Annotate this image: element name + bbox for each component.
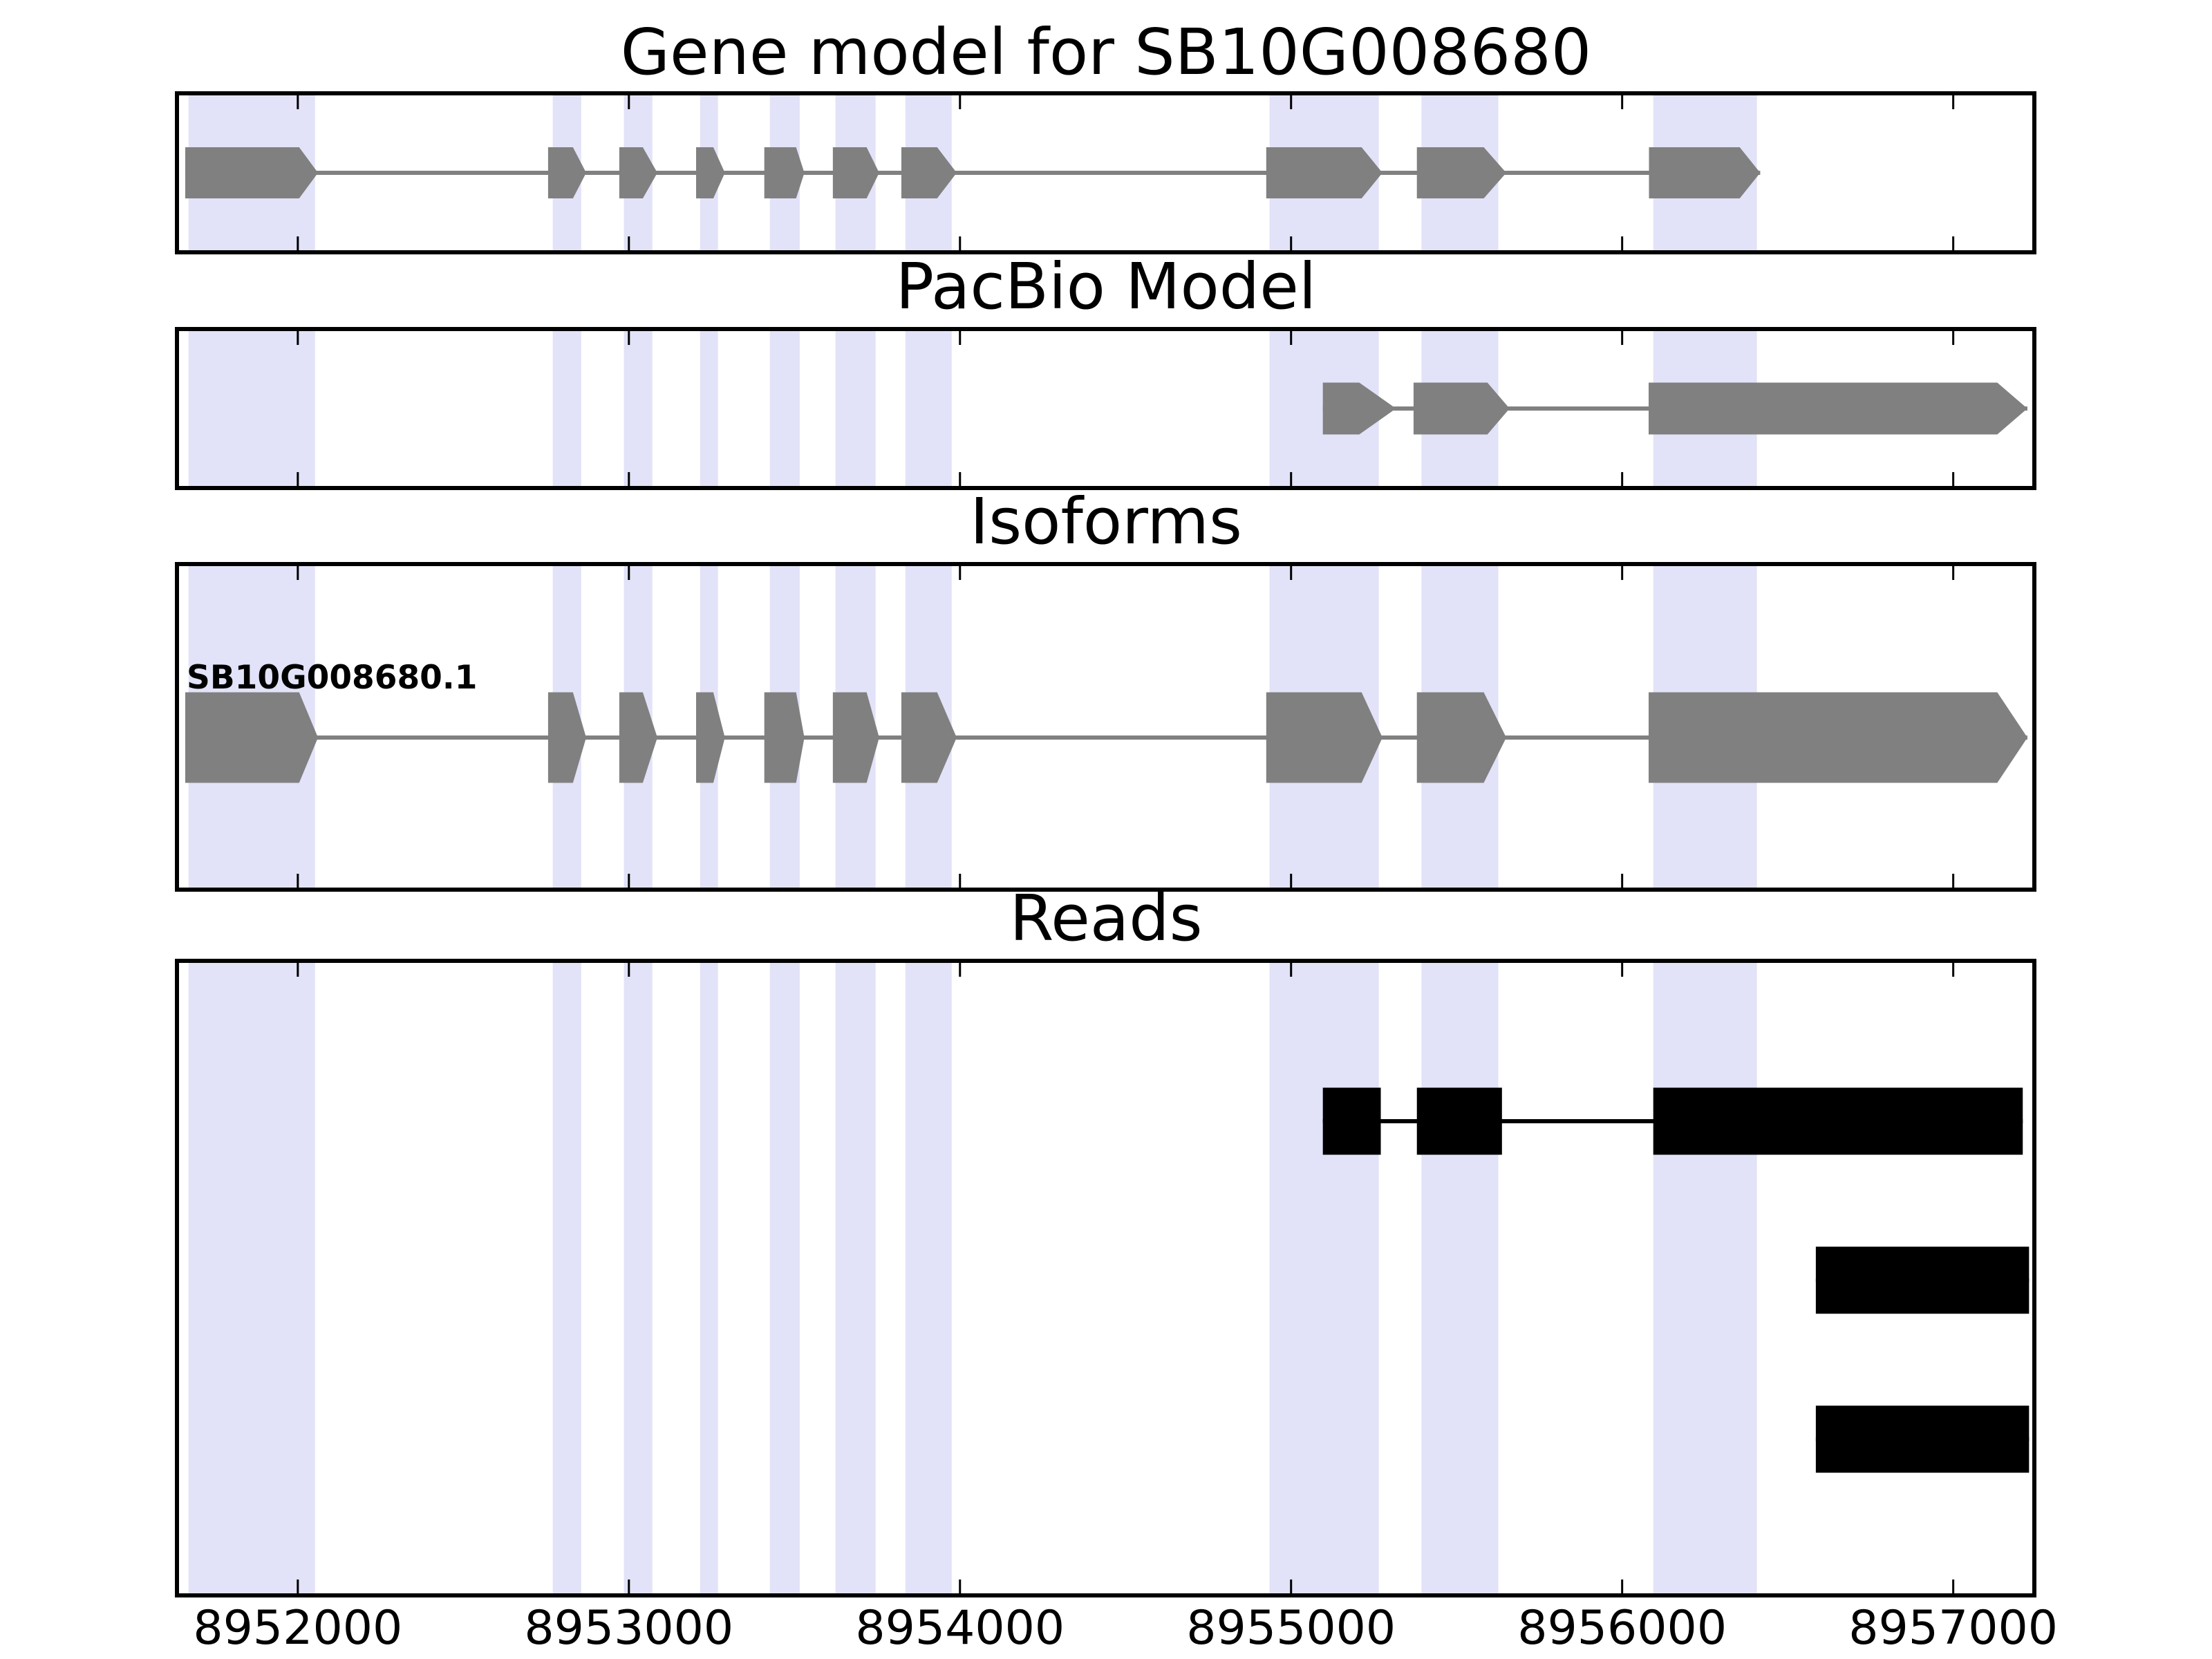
x-tick-label: 8955000 (1186, 1601, 1396, 1656)
x-tick-label: 8957000 (1848, 1601, 2059, 1656)
isoform-label: SB10G008680.1 (187, 659, 478, 697)
panel-title-gene-model: Gene model for SB10G008680 (620, 15, 1592, 89)
x-tick-label: 8954000 (855, 1601, 1065, 1656)
x-tick-label: 8956000 (1517, 1601, 1727, 1656)
panel-title-isoforms: Isoforms (970, 485, 1242, 559)
x-tick-label: 8953000 (524, 1601, 734, 1656)
panel-title-pacbio-model: PacBio Model (895, 250, 1317, 324)
x-tick-label: 8952000 (193, 1601, 403, 1656)
panel-title-reads: Reads (1009, 881, 1203, 955)
